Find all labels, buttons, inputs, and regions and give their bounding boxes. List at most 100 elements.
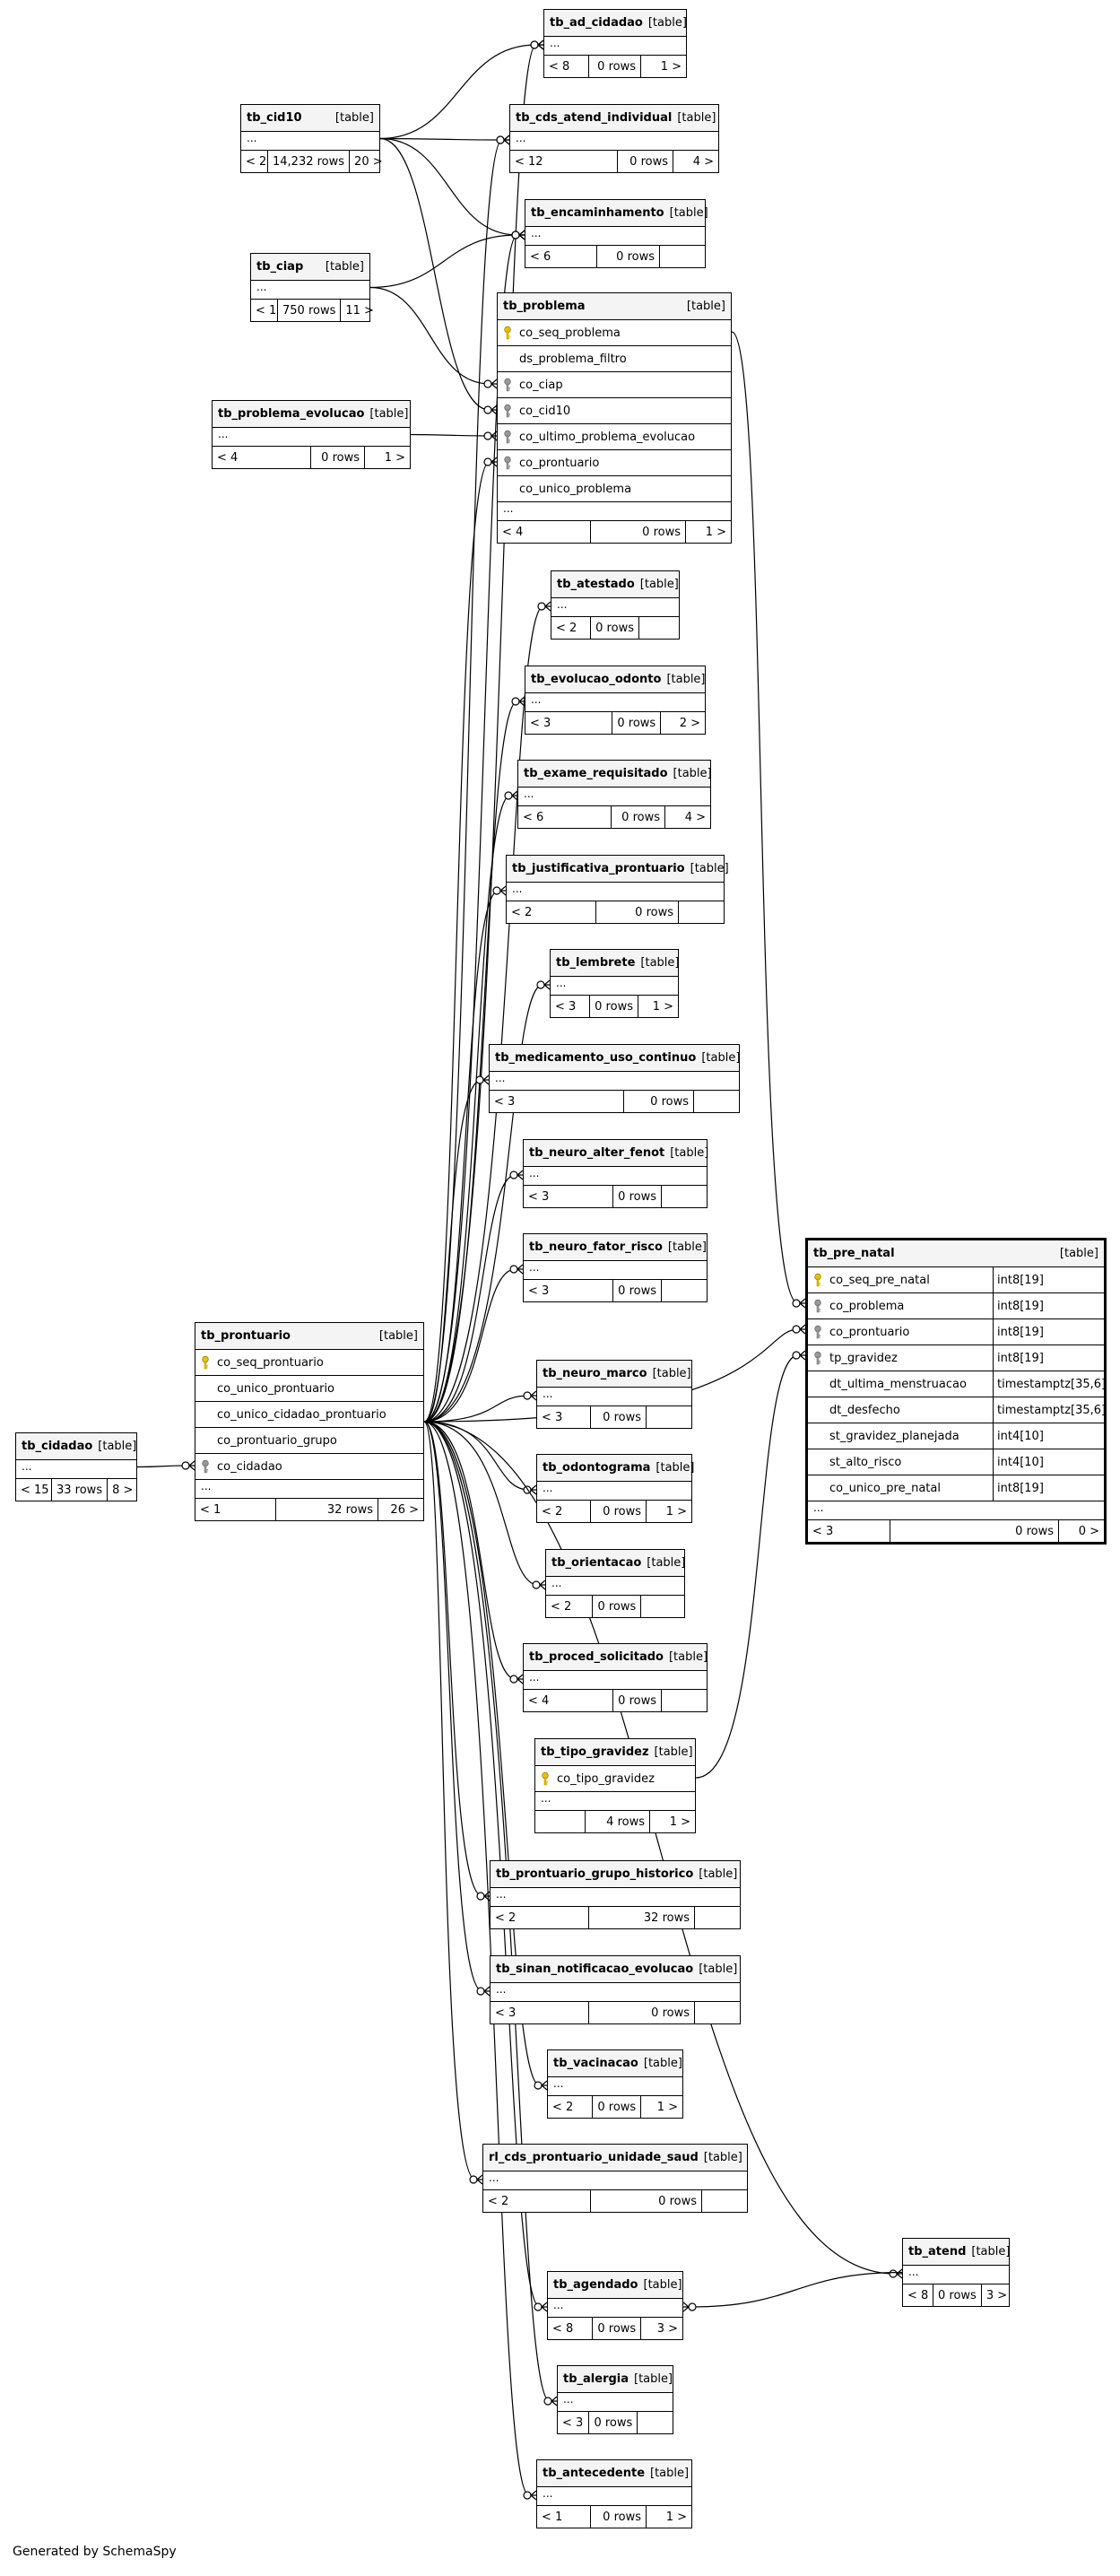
parent-count[interactable]: < 4 <box>524 1690 613 1711</box>
child-count[interactable] <box>662 1280 707 1301</box>
parent-count[interactable]: < 1 <box>251 300 278 321</box>
parent-count[interactable]: < 8 <box>544 56 589 77</box>
child-count[interactable] <box>695 2002 740 2023</box>
table-header[interactable]: tb_agendado[table] <box>548 2272 682 2299</box>
table-name[interactable]: tb_antecedente <box>543 2467 646 2480</box>
child-count[interactable]: 1 > <box>665 2510 687 2524</box>
table-header[interactable]: tb_cid10[table] <box>241 105 379 132</box>
child-count[interactable] <box>662 1690 707 1711</box>
child-count[interactable]: 3 > <box>656 2321 678 2336</box>
table-header[interactable]: tb_exame_requisitado[table] <box>518 761 712 788</box>
child-count[interactable] <box>695 1907 740 1928</box>
table-header[interactable]: tb_encaminhamento[table] <box>525 200 708 227</box>
parent-count[interactable]: < 3 <box>524 1280 613 1301</box>
child-count[interactable]: 4 > <box>692 154 714 169</box>
parent-count[interactable]: < 1 <box>537 2506 591 2528</box>
parent-count[interactable]: < 3 <box>558 2412 590 2433</box>
child-count[interactable]: 1 > <box>669 1815 690 1829</box>
parent-count[interactable]: < 12 <box>510 151 618 172</box>
table-name[interactable]: tb_neuro_marco <box>543 1367 647 1380</box>
child-count[interactable]: 0 > <box>1078 1524 1099 1538</box>
table-name[interactable]: tb_pre_natal <box>813 1247 895 1260</box>
table-name[interactable]: tb_odontograma <box>543 1461 651 1475</box>
column-co-unico-cidadao-prontuario[interactable]: co_unico_cidadao_prontuario <box>195 1402 423 1428</box>
child-count[interactable]: 1 > <box>652 999 673 1014</box>
table-name[interactable]: tb_cds_atend_individual <box>516 111 673 125</box>
table-name[interactable]: tb_neuro_fator_risco <box>529 1240 663 1254</box>
child-count[interactable]: 3 > <box>985 2288 1008 2302</box>
parent-count[interactable]: < 3 <box>524 1186 613 1207</box>
table-header[interactable]: tb_vacinacao[table] <box>548 2050 682 2077</box>
child-count[interactable] <box>638 2412 673 2433</box>
parent-count[interactable]: < 2 <box>548 2096 594 2118</box>
table-tb-prontuario-grupo-historico[interactable]: tb_prontuario_grupo_historico[table]...<… <box>490 1860 741 1929</box>
parent-count[interactable]: < 6 <box>525 246 597 267</box>
table-tb-medicamento-uso-continuo[interactable]: tb_medicamento_uso_continuo[table]...< 3… <box>489 1044 740 1113</box>
parent-count[interactable]: < 1 <box>195 1499 276 1520</box>
table-header[interactable]: tb_atestado[table] <box>551 571 679 598</box>
child-count[interactable] <box>639 617 679 639</box>
table-name[interactable]: tb_vacinacao <box>553 2057 638 2070</box>
parent-count[interactable]: < 15 <box>16 1479 52 1501</box>
parent-count[interactable] <box>535 1811 586 1832</box>
table-header[interactable]: tb_cidadao[table] <box>16 1433 136 1460</box>
table-header[interactable]: tb_tipo_gravidez[table] <box>535 1739 695 1766</box>
table-name[interactable]: tb_encaminhamento <box>531 206 664 220</box>
child-count[interactable] <box>641 1596 684 1617</box>
child-count[interactable] <box>660 246 705 267</box>
parent-count[interactable]: < 3 <box>491 2002 589 2023</box>
parent-count[interactable]: < 4 <box>498 521 591 543</box>
column-co-ultimo-problema-evolucao[interactable]: co_ultimo_problema_evolucao <box>498 424 731 450</box>
column-co-prontuario-grupo[interactable]: co_prontuario_grupo <box>195 1428 423 1454</box>
table-header[interactable]: tb_problema[table] <box>498 293 731 320</box>
table-header[interactable]: tb_neuro_marco[table] <box>537 1361 691 1388</box>
table-header[interactable]: tb_prontuario[table] <box>195 1323 423 1350</box>
table-header[interactable]: tb_sinan_notificacao_evolucao[table] <box>491 1956 740 1983</box>
table-header[interactable]: tb_proced_solicitado[table] <box>524 1644 708 1671</box>
parent-count[interactable]: < 8 <box>903 2284 933 2306</box>
table-header[interactable]: tb_lembrete[table] <box>551 950 679 977</box>
table-header[interactable]: tb_prontuario_grupo_historico[table] <box>491 1861 740 1888</box>
child-count[interactable] <box>694 1091 739 1112</box>
child-count[interactable] <box>702 2190 747 2212</box>
child-count[interactable]: 2 > <box>679 716 700 730</box>
table-header[interactable]: tb_odontograma[table] <box>537 1455 694 1482</box>
child-count[interactable]: 1 > <box>656 2100 678 2114</box>
parent-count[interactable]: < 4 <box>213 447 311 468</box>
table-name[interactable]: tb_neuro_alter_fenot <box>529 1146 665 1160</box>
table-header[interactable]: tb_antecedente[table] <box>537 2460 691 2487</box>
table-header[interactable]: tb_neuro_alter_fenot[table] <box>524 1140 708 1167</box>
table-header[interactable]: tb_cds_atend_individual[table] <box>510 105 718 132</box>
table-name[interactable]: tb_problema_evolucao <box>218 407 365 421</box>
child-count[interactable]: 1 > <box>660 59 682 74</box>
column-co-cidadao[interactable]: co_cidadao <box>195 1454 423 1480</box>
parent-count[interactable]: < 2 <box>483 2190 591 2212</box>
table-name[interactable]: tb_orientacao <box>551 1556 642 1570</box>
table-name[interactable]: tb_prontuario <box>201 1329 291 1343</box>
table-header[interactable]: rl_cds_prontuario_unidade_saud[table] <box>483 2145 747 2171</box>
column-co-prontuario[interactable]: co_prontuario <box>498 450 731 476</box>
table-name[interactable]: tb_exame_requisitado <box>524 767 668 780</box>
child-count[interactable] <box>647 1406 691 1428</box>
child-count[interactable]: 1 > <box>705 525 726 539</box>
table-header[interactable]: tb_pre_natal[table] <box>808 1240 1104 1267</box>
